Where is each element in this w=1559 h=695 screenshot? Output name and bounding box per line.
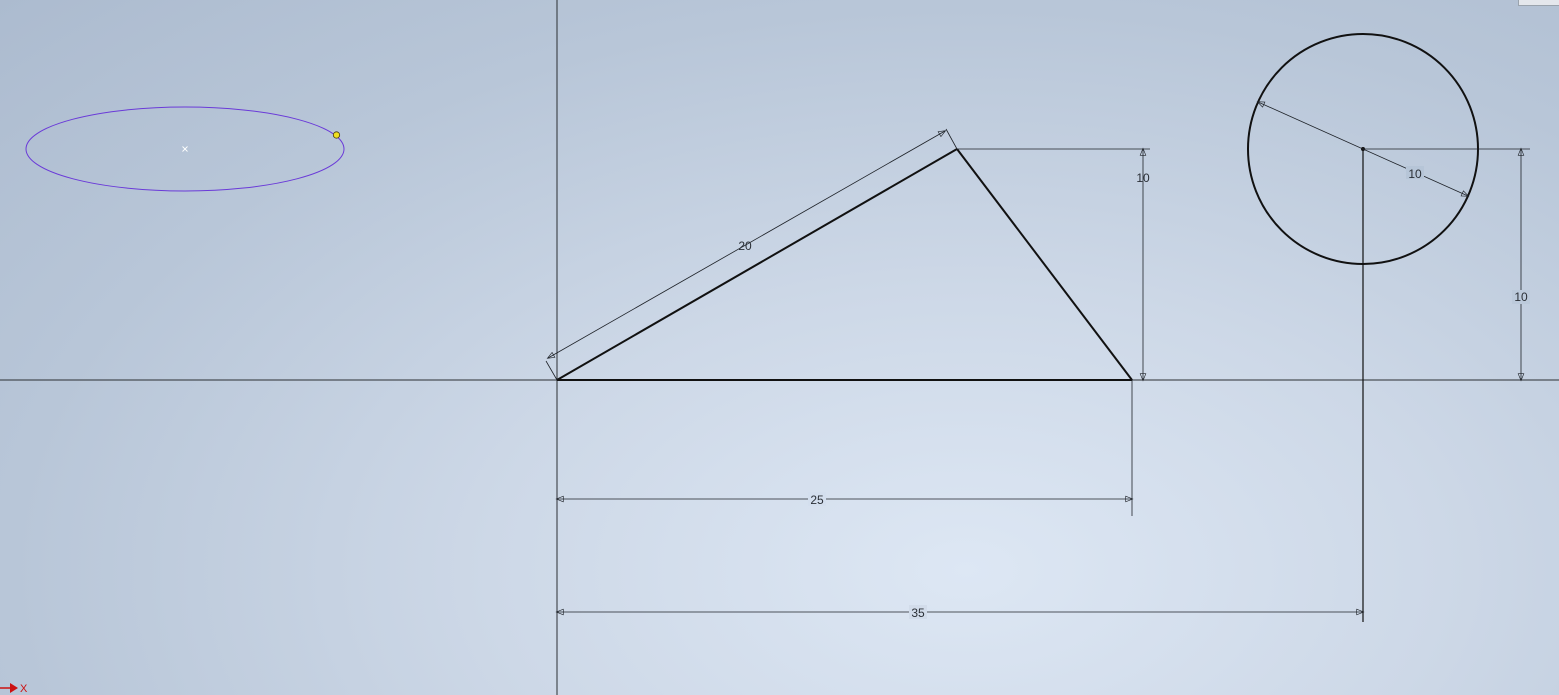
axis-indicator: X — [0, 683, 28, 695]
triangle-slant-edge[interactable] — [556, 148, 958, 381]
dimension-circle-offset-value: 35 — [911, 606, 925, 620]
dimension-triangle-height[interactable]: 10 — [957, 147, 1150, 382]
window-corner-tab[interactable] — [1518, 0, 1559, 6]
sketch-ellipse[interactable] — [25, 106, 345, 192]
ellipse-grip-point[interactable] — [332, 131, 341, 139]
axis-indicator-x-label: X — [20, 683, 28, 695]
dimension-circle-radius-value: 10 — [1408, 167, 1422, 181]
dimension-slant-length[interactable]: 20 — [545, 128, 958, 381]
dimension-slant-length-value: 20 — [738, 239, 752, 253]
dimension-circle-center-height[interactable]: 10 — [1363, 147, 1530, 382]
dimension-triangle-base[interactable]: 25 — [555, 380, 1134, 516]
triangle-right-edge[interactable] — [956, 148, 1133, 381]
dimension-triangle-height-value: 10 — [1136, 171, 1150, 185]
dimension-triangle-base-value: 25 — [810, 493, 824, 507]
dimension-circle-offset[interactable]: 35 — [555, 605, 1365, 620]
ellipse-center-marker — [182, 146, 188, 152]
dimension-circle-center-height-value: 10 — [1514, 290, 1528, 304]
